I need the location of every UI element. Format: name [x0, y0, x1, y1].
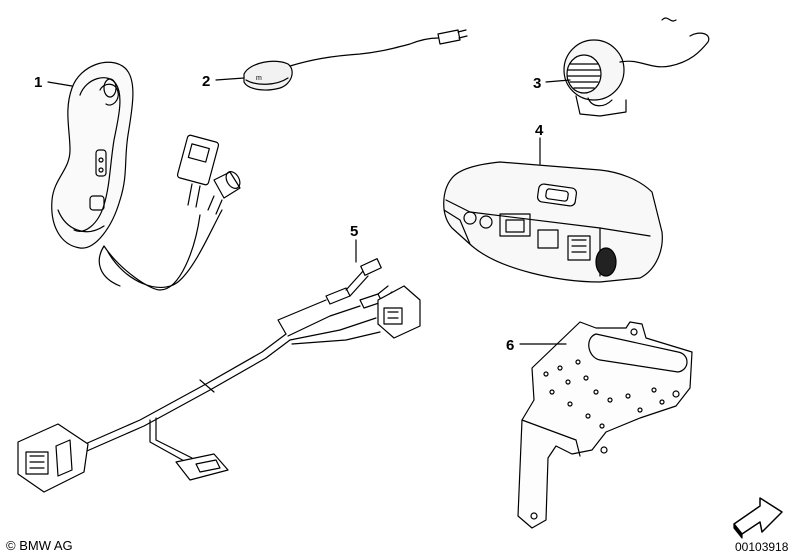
- callout-2-label: 2: [202, 73, 210, 90]
- part-5-wiring-harness[interactable]: [17, 258, 421, 493]
- copyright-text: © BMW AG: [6, 538, 73, 553]
- part-1-cradle[interactable]: [51, 61, 243, 291]
- arrow-icon: [733, 497, 783, 539]
- callout-3: 3: [533, 75, 571, 92]
- part-3-speaker[interactable]: [563, 17, 710, 117]
- part-6-bracket[interactable]: [517, 321, 693, 529]
- callout-6: 6: [506, 337, 567, 354]
- callout-1-label: 1: [34, 74, 42, 91]
- part-2-microphone[interactable]: m: [243, 29, 468, 91]
- callout-1: 1: [34, 74, 73, 91]
- callout-3-label: 3: [533, 75, 541, 92]
- part-4-control-unit[interactable]: [443, 161, 663, 283]
- callout-2: 2: [202, 73, 245, 90]
- callout-6-label: 6: [506, 337, 514, 354]
- callout-4-label: 4: [535, 122, 544, 139]
- document-number: 00103918: [735, 540, 789, 554]
- callout-5-label: 5: [350, 223, 358, 240]
- callout-4: 4: [535, 122, 544, 165]
- svg-text:m: m: [256, 75, 262, 82]
- callout-5: 5: [350, 223, 358, 263]
